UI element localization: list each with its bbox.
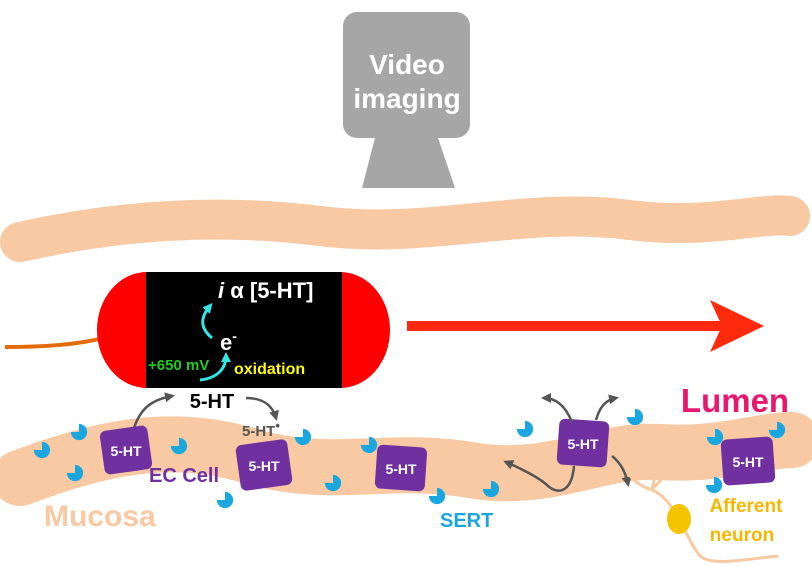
potential-label: +650 mV [148, 357, 209, 374]
ec-cell-text-label: EC Cell [149, 465, 219, 487]
carbon-fibre-electrode: i α [5-HT] e- +650 mV oxidation [97, 272, 390, 388]
afferent-neuron [624, 469, 779, 563]
ec-cell-label: 5-HT [567, 436, 599, 452]
camera-body [343, 12, 470, 138]
mucosa-tissue [0, 412, 812, 506]
ec-cell [556, 418, 610, 468]
ec-cell-label: 5-HT [110, 443, 142, 459]
afferent-label-line1: Afferent [710, 496, 784, 517]
oxidation-arrow [199, 352, 231, 382]
release-arrow [594, 394, 619, 421]
sert-transporter [626, 408, 644, 426]
release-arrow [132, 392, 175, 429]
flow-direction-arrow [407, 300, 764, 352]
sert-transporter [294, 428, 312, 446]
ec-cell [374, 444, 428, 492]
signal-arrow [611, 455, 632, 487]
lumen-label: Lumen [681, 382, 789, 419]
reuptake-arrow [503, 460, 576, 492]
oxidized-5ht-label: 5-HT• [242, 418, 280, 440]
mucosa-label: Mucosa [44, 500, 156, 533]
ec-cell-label: 5-HT [248, 458, 280, 474]
released-5ht-label: 5-HT [190, 391, 234, 413]
sert-transporter [516, 420, 534, 438]
ec-cells: 5-HT 5-HT 5-HT 5-HT 5-HT [99, 418, 776, 492]
camera-label-line1: Video [369, 49, 445, 80]
video-camera: Video imaging [343, 12, 470, 188]
oxidation-label: oxidation [234, 361, 305, 378]
electron-label: e- [220, 328, 237, 355]
camera-lens [362, 138, 455, 188]
camera-label-line2: imaging [353, 83, 460, 114]
electron-transfer-arrow [201, 302, 213, 340]
ec-cell [99, 425, 153, 475]
neuron-soma [667, 504, 691, 534]
ec-cell-label: 5-HT [385, 461, 417, 477]
neuron-dendrite [650, 469, 666, 491]
electrode-body [146, 272, 342, 388]
current-proportional-label: i α [5-HT] [218, 278, 313, 303]
electrode-right-tip [340, 272, 390, 388]
oxidation-product-arrow [245, 396, 279, 421]
sert-transporter [216, 491, 234, 509]
ec-cell [235, 439, 293, 491]
release-arrow [541, 393, 574, 423]
sert-transporter [70, 423, 88, 441]
ec-cell [720, 436, 776, 486]
sert-label: SERT [440, 510, 493, 532]
ec-cell-label: 5-HT [732, 454, 764, 470]
upper-tissue-strip [0, 195, 810, 262]
afferent-label-line2: neuron [710, 525, 774, 546]
